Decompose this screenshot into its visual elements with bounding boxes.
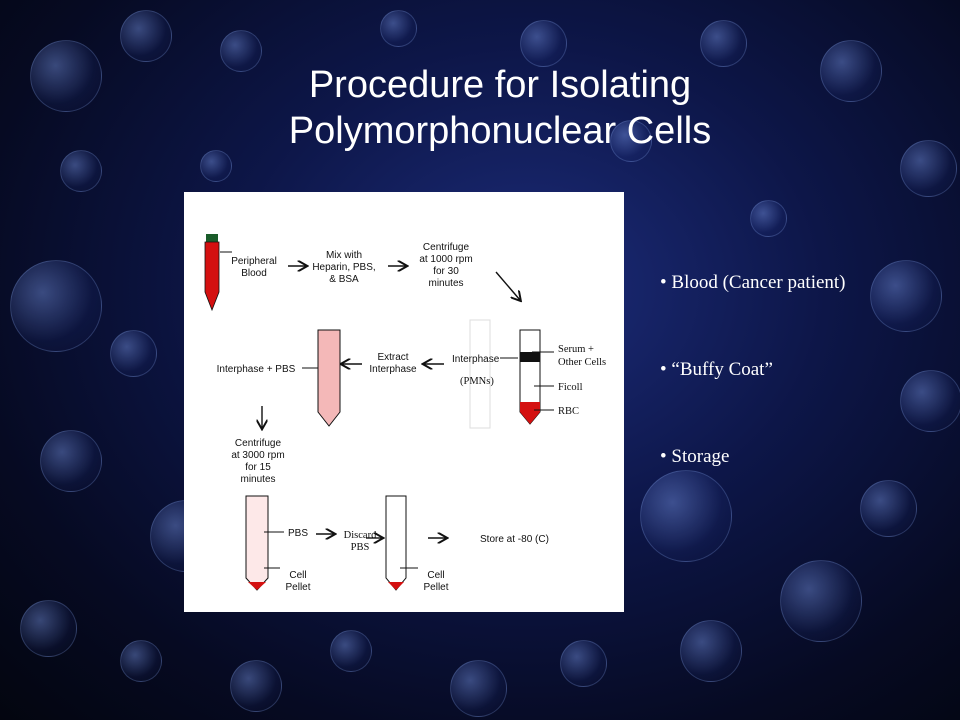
bubble-decoration	[860, 480, 917, 537]
bubble-decoration	[220, 30, 262, 72]
interphase-label: Interphase	[452, 354, 500, 365]
bullet-item: • Blood (Cancer patient)	[660, 272, 846, 293]
pbs-label: PBS	[288, 528, 308, 539]
arrow-diagonal	[495, 271, 520, 300]
bubble-decoration	[380, 10, 417, 47]
bubble-decoration	[520, 20, 567, 67]
bubble-decoration	[870, 260, 942, 332]
interphase-pbs-label: Interphase + PBS	[217, 364, 296, 375]
rbc-label: RBC	[558, 406, 579, 417]
bubble-decoration	[120, 640, 162, 682]
ficoll-label: Ficoll	[558, 382, 583, 393]
bubble-decoration	[560, 640, 607, 687]
bubble-decoration	[10, 260, 102, 352]
bubble-decoration	[230, 660, 282, 712]
separated-tube	[519, 329, 541, 425]
bullet-item: • Storage	[660, 446, 730, 467]
bubble-decoration	[330, 630, 372, 672]
bubble-decoration	[700, 20, 747, 67]
empty-tube	[385, 495, 407, 591]
bubble-decoration	[60, 150, 102, 192]
title-line-1: Procedure for Isolating	[308, 64, 692, 106]
pbs-tube	[245, 495, 269, 591]
store-label: Store at -80 (C)	[480, 534, 549, 545]
bubble-decoration	[200, 150, 232, 182]
bubble-decoration	[900, 140, 957, 197]
bubble-decoration	[450, 660, 507, 717]
bubble-decoration	[750, 200, 787, 237]
bubble-decoration	[780, 560, 862, 642]
bubble-decoration	[20, 600, 77, 657]
bubble-decoration	[610, 120, 652, 162]
pmns-label: (PMNs)	[460, 376, 494, 387]
bubble-decoration	[680, 620, 742, 682]
bubble-decoration	[900, 370, 960, 432]
bullet-item: • “Buffy Coat”	[660, 359, 773, 380]
slide-title: Procedure for Isolating Polymorphonuclea…	[0, 62, 960, 154]
bubble-decoration	[30, 40, 102, 112]
title-line-2: Polymorphonuclear Cells	[288, 110, 712, 152]
blood-tube	[204, 234, 220, 312]
bubble-decoration	[110, 330, 157, 377]
pink-tube	[317, 329, 341, 427]
bubble-decoration	[820, 40, 882, 102]
serum-label: Serum +Other Cells	[558, 344, 606, 368]
bubble-decoration	[40, 430, 102, 492]
ghost-tube	[469, 319, 491, 429]
bubble-decoration	[640, 470, 732, 562]
bubble-decoration	[120, 10, 172, 62]
